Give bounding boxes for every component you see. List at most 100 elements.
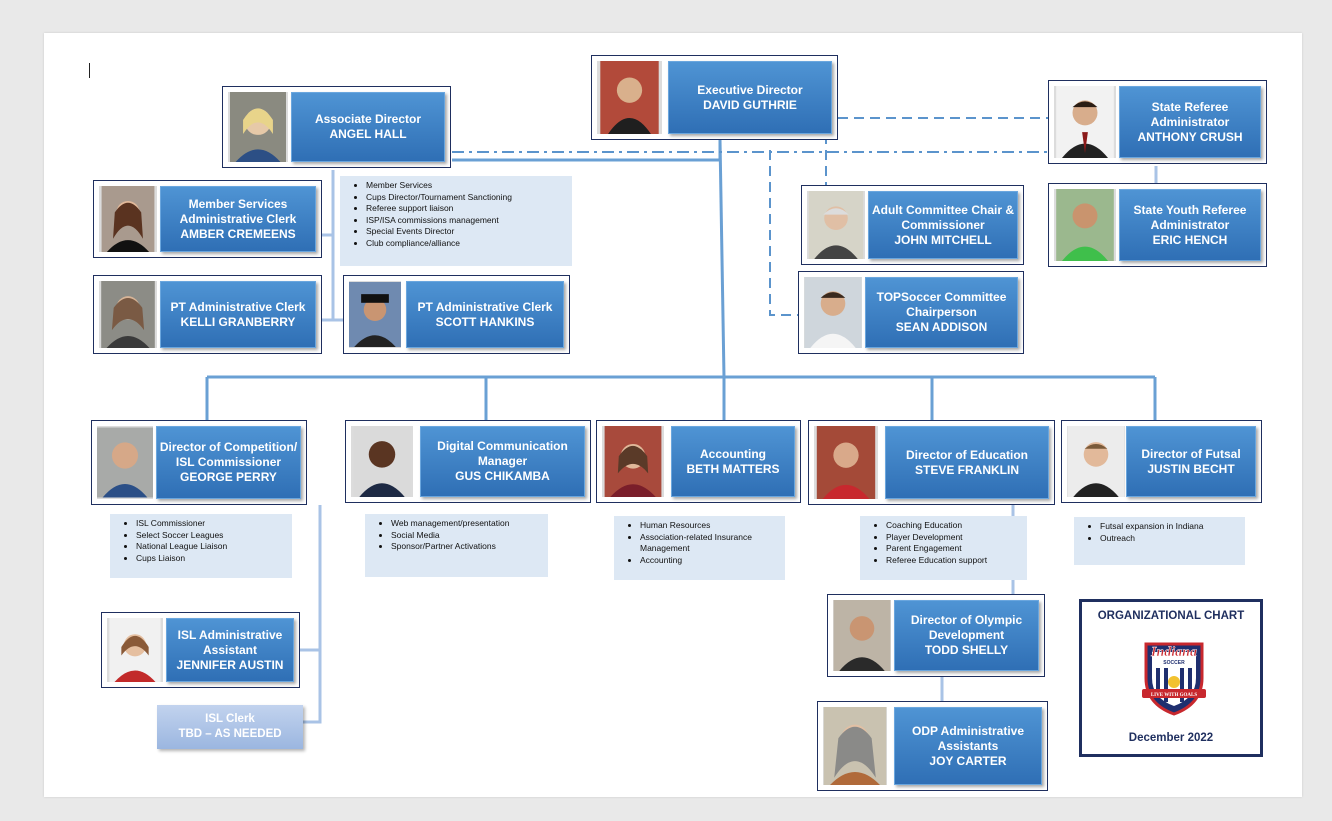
logo-word: Indiana [1150,645,1197,660]
duty-item: Human Resources [640,520,779,532]
node-adult-committee: Adult Committee Chair & Commissioner JOH… [801,185,1024,265]
photo-gus-chikamba [351,426,413,497]
title: Adult Committee Chair & Commissioner [871,202,1014,232]
duty-item: National League Liaison [136,541,286,553]
label-isl-assistant: ISL Administrative Assistant JENNIFER AU… [166,618,294,682]
photo-amber-cremeens [99,186,157,252]
node-state-referee: State Referee Administrator ANTHONY CRUS… [1048,80,1267,164]
title: TOPSoccer Committee Chairperson [876,290,1007,319]
node-odp-assistants: ODP Administrative Assistants JOY CARTER [817,701,1048,791]
label-pt-clerk-scott: PT Administrative Clerk SCOTT HANKINS [406,281,564,348]
photo-scott-hankins [349,281,401,348]
name: TBD – AS NEEDED [178,728,282,740]
title: Director of Competition/ ISL Commissione… [159,440,298,469]
name: SEAN ADDISON [895,320,988,334]
title: Director of Olympic Development [910,613,1023,642]
label-olympic-development: Director of Olympic Development TODD SHE… [894,600,1039,671]
duty-item: Member Services [366,180,566,192]
title: Director of Education [905,447,1028,462]
duties-competition: ISL CommissionerSelect Soccer LeaguesNat… [110,514,292,578]
duty-item: Special Events Director [366,226,566,238]
duty-item: Web management/presentation [391,518,542,530]
photo-todd-shelly [833,600,891,671]
node-director-education: Director of Education STEVE FRANKLIN [808,420,1055,505]
duty-item: Accounting [640,555,779,567]
label-odp-assistants: ODP Administrative Assistants JOY CARTER [894,707,1042,785]
photo-anthony-crush [1054,86,1116,158]
duty-item: Outreach [1100,533,1239,545]
name: TODD SHELLY [924,643,1009,657]
node-isl-clerk: ISL Clerk TBD – AS NEEDED [157,705,303,749]
name: GUS CHIKAMBA [455,469,550,483]
text-cursor [89,63,90,78]
org-chart-title-box: ORGANIZATIONAL CHART Indiana SOCCER LIVE… [1079,599,1263,757]
node-director-futsal: Director of Futsal JUSTIN BECHT [1061,420,1262,503]
photo-jennifer-austin [107,618,163,682]
name: KELLI GRANBERRY [180,314,296,329]
duty-item: Select Soccer Leagues [136,530,286,542]
name: ANTHONY CRUSH [1137,129,1243,144]
duty-item: Cups Liaison [136,553,286,565]
title: Digital Communication Manager [437,439,568,468]
label-accounting: Accounting BETH MATTERS [671,426,795,497]
node-director-competition: Director of Competition/ ISL Commissione… [91,420,307,505]
title: Executive Director [697,82,803,97]
duty-item: Sponsor/Partner Activations [391,541,542,553]
photo-david-guthrie [597,61,662,134]
label-adult-committee: Adult Committee Chair & Commissioner JOH… [868,191,1018,259]
duties-education: Coaching EducationPlayer DevelopmentPare… [860,516,1027,580]
node-member-services: Member Services Administrative Clerk AMB… [93,180,322,258]
node-topsoccer: TOPSoccer Committee Chairperson SEAN ADD… [798,271,1024,354]
duty-item: Referee support liaison [366,203,566,215]
duty-item: Association-related Insurance Management [640,532,779,555]
title: Director of Futsal [1141,446,1241,461]
name: GEORGE PERRY [180,470,277,484]
title: Member Services Administrative Clerk [179,196,297,226]
org-chart-title: ORGANIZATIONAL CHART [1097,610,1245,622]
photo-joy-carter [823,707,887,785]
title: PT Administrative Clerk [417,299,553,314]
label-director-competition: Director of Competition/ ISL Commissione… [156,426,301,499]
duties-associate: Member ServicesCups Director/Tournament … [340,176,572,266]
title: ISL Administrative Assistant [177,627,283,657]
photo-john-mitchell [807,191,865,259]
node-olympic-development: Director of Olympic Development TODD SHE… [827,594,1045,677]
label-pt-clerk-kelli: PT Administrative Clerk KELLI GRANBERRY [160,281,316,348]
photo-beth-matters [602,426,664,497]
photo-steve-franklin [814,426,878,499]
org-chart-date: December 2022 [1128,732,1214,744]
duties-digital: Web management/presentationSocial MediaS… [365,514,548,577]
name: BETH MATTERS [686,461,780,476]
node-pt-clerk-scott: PT Administrative Clerk SCOTT HANKINS [343,275,570,354]
node-digital-communication: Digital Communication Manager GUS CHIKAM… [345,420,591,503]
duty-item: Cups Director/Tournament Sanctioning [366,192,566,204]
photo-sean-addison [804,277,862,348]
photo-eric-hench [1054,189,1116,261]
label-associate-director: Associate Director ANGEL HALL [291,92,445,162]
photo-kelli-granberry [99,281,157,348]
node-isl-assistant: ISL Administrative Assistant JENNIFER AU… [101,612,300,688]
title: Accounting [700,446,766,461]
title: State Youth Referee Administrator [1133,202,1247,232]
name: ANGEL HALL [329,127,407,141]
duty-item: Player Development [886,532,1021,544]
photo-angel-hall [228,92,288,162]
name: JUSTIN BECHT [1147,461,1235,476]
node-accounting: Accounting BETH MATTERS [596,420,801,503]
name: JOY CARTER [929,753,1007,768]
duty-item: ISL Commissioner [136,518,286,530]
node-pt-clerk-kelli: PT Administrative Clerk KELLI GRANBERRY [93,275,322,354]
label-director-education: Director of Education STEVE FRANKLIN [885,426,1049,499]
duty-item: Referee Education support [886,555,1021,567]
label-state-youth-referee: State Youth Referee Administrator ERIC H… [1119,189,1261,261]
photo-george-perry [97,426,153,499]
duties-futsal: Futsal expansion in IndianaOutreach [1074,517,1245,565]
logo-motto: LIVE WITH GOALS [1151,693,1198,698]
name: DAVID GUTHRIE [703,97,797,112]
label-member-services: Member Services Administrative Clerk AMB… [160,186,316,252]
indiana-soccer-logo: Indiana SOCCER LIVE WITH GOALS [1134,634,1214,716]
name: JENNIFER AUSTIN [176,657,284,672]
duty-item: Futsal expansion in Indiana [1100,521,1239,533]
label-director-futsal: Director of Futsal JUSTIN BECHT [1126,426,1256,497]
name: JOHN MITCHELL [894,232,992,247]
